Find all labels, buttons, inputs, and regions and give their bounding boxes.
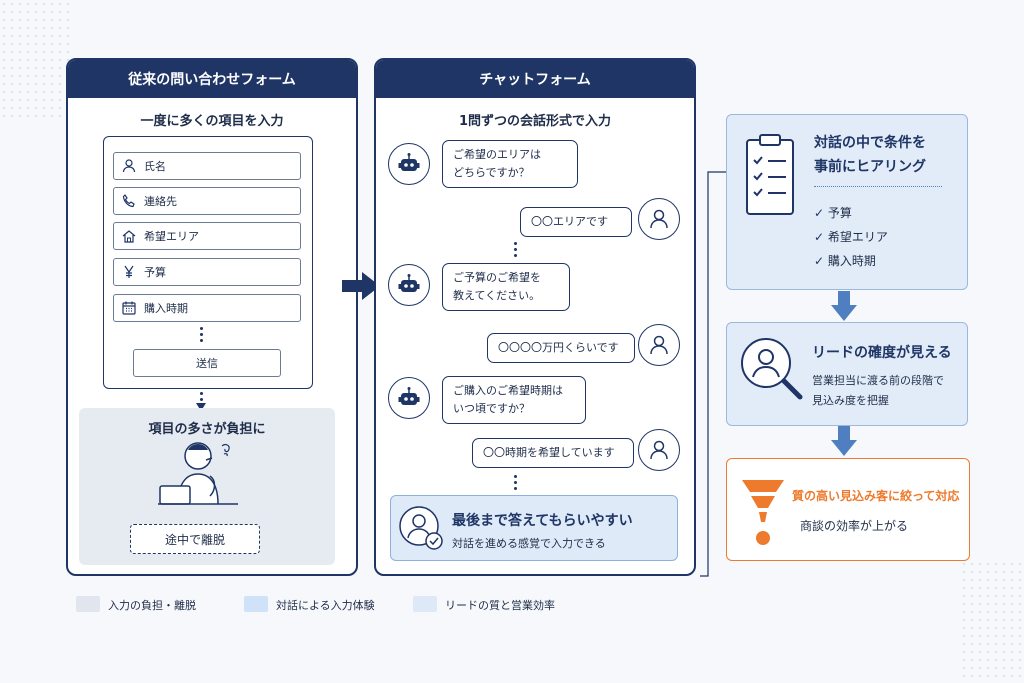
check-item: ✓ 予算 bbox=[814, 206, 852, 220]
check-item: ✓ 購入時期 bbox=[814, 254, 876, 268]
checkmark-icon: ✓ bbox=[814, 206, 825, 220]
field-label: 購入時期 bbox=[144, 302, 188, 315]
panel-title: 従来の問い合わせフォーム bbox=[68, 60, 356, 98]
checkmark-icon: ✓ bbox=[814, 230, 825, 244]
purchase-time-field[interactable]: 購入時期 bbox=[113, 294, 301, 322]
user-message: 〇〇エリアです bbox=[520, 207, 632, 237]
contact-field[interactable]: 連絡先 bbox=[113, 187, 301, 215]
user-avatar bbox=[638, 324, 680, 366]
user-message: 〇〇時期を希望しています bbox=[472, 438, 634, 468]
lead-accuracy-text: 営業担当に渡る前の段階で bbox=[812, 374, 944, 387]
drop-off-badge: 途中で離脱 bbox=[130, 524, 260, 554]
area-field[interactable]: 希望エリア bbox=[113, 222, 301, 250]
right-arrow-icon bbox=[342, 272, 380, 300]
clipboard-checklist-icon bbox=[746, 134, 794, 215]
legend-label: 対話による入力体験 bbox=[276, 599, 375, 612]
background-dot-pattern bbox=[960, 560, 1024, 680]
ellipsis-dots bbox=[200, 327, 204, 345]
panel-title: チャットフォーム bbox=[376, 60, 694, 98]
hearing-title-line2: 事前にヒアリング bbox=[814, 159, 926, 175]
field-label: 連絡先 bbox=[144, 195, 177, 208]
yen-icon bbox=[114, 264, 144, 280]
name-field[interactable]: 氏名 bbox=[113, 152, 301, 180]
down-arrow-icon bbox=[831, 426, 857, 456]
highlight-text: 対話を進める感覚で入力できる bbox=[452, 537, 606, 550]
calendar-icon bbox=[114, 300, 144, 316]
bot-message: ご購入のご希望時期は いつ頃ですか？ bbox=[442, 376, 586, 424]
funnel-icon bbox=[742, 480, 784, 545]
person-check-icon bbox=[399, 506, 443, 550]
legend-swatch bbox=[76, 596, 100, 612]
quality-leads-text: 商談の効率が上がる bbox=[800, 519, 909, 533]
person-icon bbox=[650, 440, 668, 460]
robot-icon bbox=[398, 274, 420, 292]
legend-label: 入力の負担・離脱 bbox=[108, 599, 196, 612]
bot-message: ご予算のご希望を 教えてください。 bbox=[442, 263, 570, 311]
bracket-connector bbox=[700, 171, 726, 577]
dotted-divider bbox=[814, 186, 942, 187]
lead-accuracy-title: リードの確度が見える bbox=[812, 345, 952, 361]
magnifier-person-icon bbox=[741, 338, 803, 400]
field-label: 予算 bbox=[144, 266, 166, 279]
submit-button[interactable]: 送信 bbox=[133, 349, 281, 377]
person-icon bbox=[114, 158, 144, 174]
budget-field[interactable]: 予算 bbox=[113, 258, 301, 286]
checkmark-icon: ✓ bbox=[814, 254, 825, 268]
check-item: ✓ 希望エリア bbox=[814, 230, 888, 244]
legend-swatch bbox=[413, 596, 437, 612]
ellipsis-dots bbox=[514, 242, 518, 260]
bot-avatar bbox=[388, 264, 430, 306]
down-arrow-icon bbox=[831, 291, 857, 321]
house-icon bbox=[114, 228, 144, 244]
panel-subtitle: 一度に多くの項目を入力 bbox=[140, 114, 284, 129]
user-avatar bbox=[638, 198, 680, 240]
worried-person-illustration bbox=[158, 442, 238, 505]
quality-leads-title: 質の高い見込み客に絞って対応 bbox=[792, 489, 960, 503]
robot-icon bbox=[398, 387, 420, 405]
bot-avatar bbox=[388, 143, 430, 185]
ellipsis-dots bbox=[514, 475, 518, 493]
field-label: 氏名 bbox=[144, 160, 166, 173]
panel-subtitle: 1問ずつの会話形式で入力 bbox=[458, 114, 612, 129]
legend-swatch bbox=[244, 596, 268, 612]
hearing-title-line1: 対話の中で条件を bbox=[814, 135, 926, 151]
lead-accuracy-text: 見込み度を把握 bbox=[812, 394, 889, 407]
robot-icon bbox=[398, 153, 420, 171]
highlight-title: 最後まで答えてもらいやすい bbox=[452, 513, 633, 529]
field-label: 希望エリア bbox=[144, 230, 199, 243]
burden-label: 項目の多さが負担に bbox=[148, 422, 266, 437]
legend-label: リードの質と営業効率 bbox=[445, 599, 555, 612]
background-dot-pattern bbox=[0, 0, 70, 120]
user-avatar bbox=[638, 429, 680, 471]
person-icon bbox=[650, 209, 668, 229]
bot-avatar bbox=[388, 377, 430, 419]
quality-leads-box bbox=[726, 458, 970, 561]
person-icon bbox=[650, 335, 668, 355]
user-message: 〇〇〇〇万円くらいです bbox=[487, 333, 635, 363]
down-triangle-icon bbox=[196, 403, 206, 411]
ellipsis-dots bbox=[200, 392, 204, 404]
bot-message: ご希望のエリアは どちらですか？ bbox=[442, 140, 578, 188]
phone-icon bbox=[114, 193, 144, 209]
